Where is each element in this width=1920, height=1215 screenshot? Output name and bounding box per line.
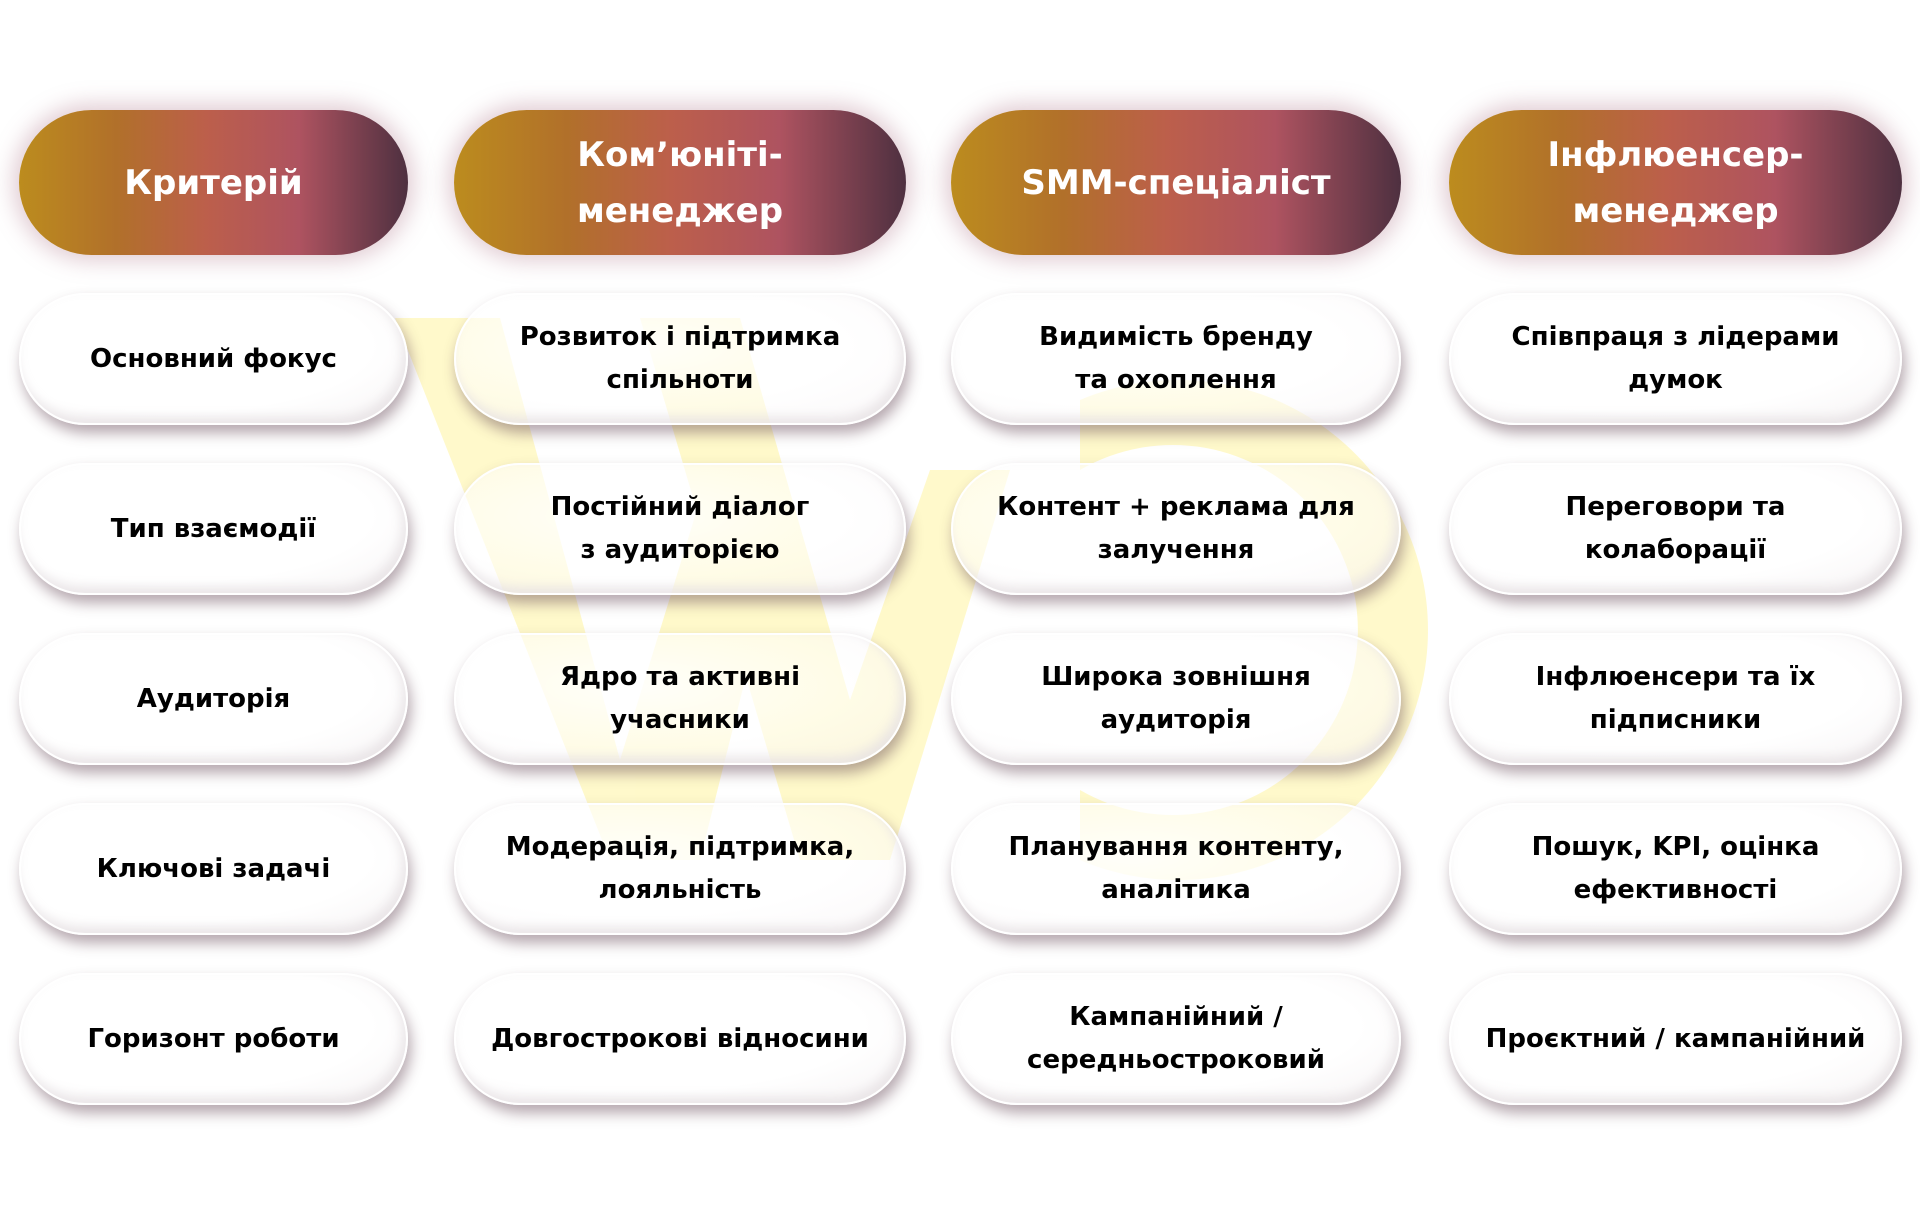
cell-text: Співпраця з лідерами думок [1511, 322, 1840, 395]
row-1-influencer: Співпраця з лідерами думок [1449, 293, 1902, 425]
row-5-smm: Кампанійний / середньостроковий [951, 973, 1401, 1105]
cell-text: Аудиторія [136, 683, 291, 714]
cell-text: Інфлюенсери та їх підписники [1535, 662, 1816, 735]
cell-text: Постійний діалог з аудиторією [550, 492, 810, 565]
cell-text: Кампанійний / середньостроковий [1027, 1002, 1325, 1075]
cell-text: Розвиток і підтримка спільноти [519, 322, 841, 395]
row-4-criterion: Ключові задачі [19, 803, 408, 935]
row-3-influencer: Інфлюенсери та їх підписники [1449, 633, 1902, 765]
cell-text: Ядро та активні учасники [559, 662, 801, 735]
cell-text: Переговори та колаборації [1565, 492, 1786, 565]
cell-text: Проєктний / кампанійний [1485, 1023, 1866, 1054]
header-criterion-label: Критерій [124, 162, 303, 203]
header-community-manager-label: Ком’юніті- менеджер [576, 134, 784, 231]
cell-text: Контент + реклама для залучення [997, 492, 1355, 565]
header-influencer-manager-label: Інфлюенсер- менеджер [1547, 134, 1804, 231]
cell-text: Пошук, KPI, оцінка ефективності [1531, 832, 1820, 905]
cell-text: Довгострокові відносини [491, 1023, 869, 1054]
row-4-influencer: Пошук, KPI, оцінка ефективності [1449, 803, 1902, 935]
row-1-smm: Видимість бренду та охоплення [951, 293, 1401, 425]
header-community-manager: Ком’юніті- менеджер [454, 110, 906, 255]
row-3-smm: Широка зовнішня аудиторія [951, 633, 1401, 765]
row-2-influencer: Переговори та колаборації [1449, 463, 1902, 595]
row-3-community: Ядро та активні учасники [454, 633, 906, 765]
row-5-influencer: Проєктний / кампанійний [1449, 973, 1902, 1105]
row-5-community: Довгострокові відносини [454, 973, 906, 1105]
cell-text: Видимість бренду та охоплення [1039, 322, 1313, 395]
row-1-criterion: Основний фокус [19, 293, 408, 425]
cell-text: Широка зовнішня аудиторія [1041, 662, 1311, 735]
row-4-smm: Планування контенту, аналітика [951, 803, 1401, 935]
cell-text: Ключові задачі [96, 853, 331, 884]
cell-text: Модерація, підтримка, лояльність [505, 832, 855, 905]
row-2-criterion: Тип взаємодії [19, 463, 408, 595]
cell-text: Тип взаємодії [110, 513, 317, 544]
header-smm-specialist-label: SMM-спеціаліст [1021, 162, 1331, 203]
row-3-criterion: Аудиторія [19, 633, 408, 765]
cell-text: Основний фокус [90, 343, 337, 374]
row-4-community: Модерація, підтримка, лояльність [454, 803, 906, 935]
row-2-community: Постійний діалог з аудиторією [454, 463, 906, 595]
header-smm-specialist: SMM-спеціаліст [951, 110, 1401, 255]
cell-text: Горизонт роботи [87, 1023, 340, 1054]
header-influencer-manager: Інфлюенсер- менеджер [1449, 110, 1902, 255]
row-1-community: Розвиток і підтримка спільноти [454, 293, 906, 425]
row-5-criterion: Горизонт роботи [19, 973, 408, 1105]
header-criterion: Критерій [19, 110, 408, 255]
row-2-smm: Контент + реклама для залучення [951, 463, 1401, 595]
cell-text: Планування контенту, аналітика [1008, 832, 1344, 905]
